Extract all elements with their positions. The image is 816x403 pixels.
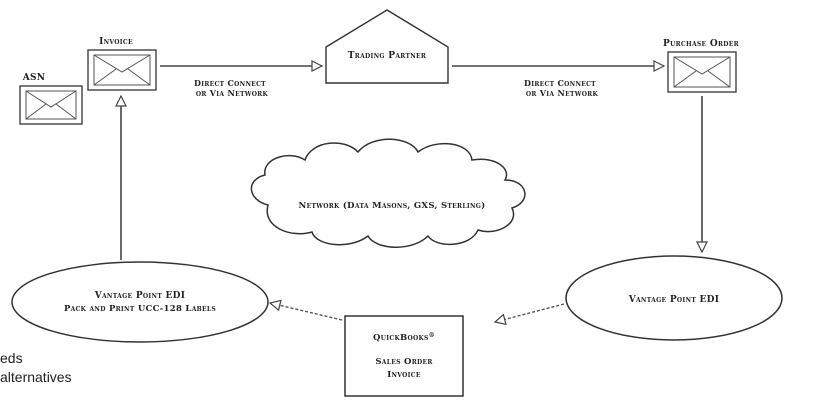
- network-cloud-label: Network (Data Masons, GXS, Sterling): [299, 200, 486, 211]
- quickbooks-line3: Invoice: [387, 370, 421, 380]
- vantage-right-node: Vantage Point EDI: [565, 255, 783, 341]
- vantage-right-label: Vantage Point EDI: [628, 295, 720, 305]
- purchase-order-envelope-icon: [667, 51, 737, 93]
- edge-right-label-line1: Direct Connect: [524, 78, 596, 88]
- invoice-node: Invoice: [87, 37, 157, 91]
- edge-left-label-line1: Direct Connect: [194, 78, 266, 88]
- trading-partner-node: Trading Partner: [325, 9, 449, 84]
- vantage-left-label-line1: Vantage Point EDI: [94, 291, 186, 301]
- edge-invoice-to-partner: Direct Connect or Via Network: [160, 66, 322, 98]
- cutoff-text-line1: eds: [0, 350, 23, 366]
- vantage-left-label-line2: Pack and Print UCC-128 Labels: [64, 304, 216, 314]
- invoice-label: Invoice: [99, 37, 133, 47]
- purchase-order-node: Purchase Order: [663, 39, 740, 93]
- edge-partner-to-po: Direct Connect or Via Network: [452, 66, 664, 98]
- network-cloud-node: Network (Data Masons, GXS, Sterling): [250, 138, 526, 248]
- edge-right-label-line2: or Via Network: [526, 88, 599, 98]
- quickbooks-line2: Sales Order: [375, 357, 433, 367]
- edge-left-label-line2: or Via Network: [196, 88, 269, 98]
- purchase-order-label: Purchase Order: [663, 39, 740, 49]
- edge-vantage-to-quickbooks: [495, 303, 565, 322]
- edge-quickbooks-to-vantage-left: [270, 303, 343, 321]
- quickbooks-node: QuickBooks® Sales Order Invoice: [344, 315, 464, 397]
- vantage-left-node: Vantage Point EDI Pack and Print UCC-128…: [11, 261, 269, 343]
- invoice-envelope-icon: [87, 49, 157, 91]
- cutoff-text-line2: alternatives: [0, 369, 72, 385]
- asn-envelope-icon: [19, 85, 83, 125]
- asn-node: ASN: [19, 73, 83, 125]
- asn-label: ASN: [22, 73, 46, 83]
- trading-partner-label: Trading Partner: [348, 51, 427, 61]
- quickbooks-title: QuickBooks®: [373, 332, 435, 343]
